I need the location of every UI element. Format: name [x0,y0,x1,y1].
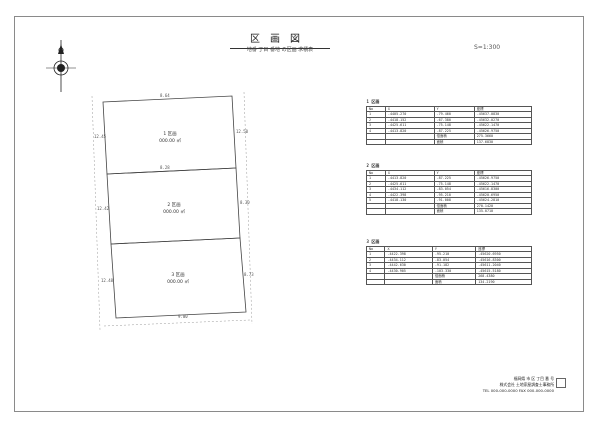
table-cell: 倍面積 [431,273,477,280]
table-cell: Y [433,105,475,112]
table-cell: -45615.5180 [475,267,532,274]
south-road-line [103,319,251,327]
table-cell: -45620.6950 [475,251,532,258]
table-cell: 座標 [473,105,533,112]
table-cell: -45622.1470 [473,122,533,129]
table-caption: 1 区画 [366,99,380,104]
table-row: 2-4418.152-67.380-45632.0270 [366,116,533,123]
edge-length: 12.42 [97,206,110,211]
edge-length: 8.64 [160,93,170,98]
table-cell [366,208,386,215]
east-boundary-line [243,91,253,325]
company-name: 株式会社 土地家屋調査士事務所 [499,382,554,387]
table-cell: -4422.398 [384,251,433,258]
edge-length: 8.30 [240,200,250,205]
table-cell [384,138,435,145]
table-cell: -45611.2040 [475,262,532,269]
table-cell: 135.0710 [473,208,533,215]
table-cell: -75.148 [433,122,475,129]
drawing-subtitle: 地番 丁目 番地 の区画 求積表 [246,47,314,53]
scale-label: S=1:300 [474,44,501,51]
table-cell: 4 [365,267,386,274]
table-cell: -83.054 [431,256,477,263]
table-row: 3-4442.630-91.182-45611.2040 [365,262,532,269]
table-cell: -45632.0270 [473,116,533,123]
north-arrow-icon [46,40,76,92]
edge-length: 12.48 [101,278,114,283]
table-cell [365,278,386,285]
table-caption: 2 区画 [366,163,380,168]
table-row: 1-4422.398-95.210-45620.6950 [365,251,532,258]
lot-2-name: 2 区画 [167,202,181,208]
west-boundary-line [91,95,101,331]
table-cell: 137.6830 [473,138,533,145]
edge-length: 9.00 [178,314,188,319]
table-cell: 3 [366,122,386,129]
table-cell: 面積 [431,278,477,285]
edge-length: 12.50 [236,129,249,134]
table-cell: -67.380 [433,116,475,123]
table-cell: 面積 [433,138,475,145]
table-cell: 面積 [433,208,475,215]
table-cell [384,273,433,280]
table-cell: -4430.905 [384,267,433,274]
table-cell: -45637.0830 [473,111,533,118]
lot-3-area: 000.00 ㎡ [167,278,189,285]
table-cell [384,278,433,285]
table-cell: -95.210 [431,251,477,258]
table-cell [366,138,386,145]
edge-length: 12.45 [94,134,107,139]
company-address: 福岡県 市 区 丁目 番 号 [513,376,554,381]
table-cell: 2 [365,256,386,263]
edge-length: 8.73 [244,272,254,277]
lot-3-name: 3 区画 [171,272,185,278]
lot-1-area: 000.00 ㎡ [159,137,181,144]
company-info: 福岡県 市 区 丁目 番 号 株式会社 土地家屋調査士事務所 TEL 000-0… [444,376,554,394]
table-cell [365,273,386,280]
table-cell: 2 [366,116,386,123]
company-contact: TEL 000-000-0000 FAX 000-000-0000 [482,388,554,393]
drawing-frame [14,16,584,412]
table-cell: 3 [365,262,386,269]
table-cell: 134.2190 [475,278,532,285]
lot-1-name: 1 区画 [163,131,177,137]
table-cell: -45616.8300 [475,256,532,263]
seal-box [556,378,566,388]
table-cell: -103.330 [431,267,477,274]
table-cell: -4434.112 [384,256,433,263]
table-cell: 1 [365,251,386,258]
lot-2-area: 000.00 ㎡ [163,208,185,215]
table-row: 3-4425.611-75.148-45622.1470 [366,122,533,129]
table-caption: 3 区画 [366,239,380,244]
table-cell: -79.460 [433,111,475,118]
edge-length: 8.28 [160,165,170,170]
table-row: 2-4434.112-83.054-45616.8300 [365,256,532,263]
table-cell: No [366,105,386,112]
drawing-title: 区画図 [230,30,330,49]
lot-3-outline [110,237,247,319]
table-cell: 268.4380 [475,273,532,280]
table-row: 4-4430.905-103.330-45615.5180 [365,267,532,274]
table-row: 1-4405.270-79.460-45637.0830 [366,111,533,118]
table-cell: -4442.630 [384,262,433,269]
table-cell: 1 [366,111,386,118]
table-cell: -91.182 [431,262,477,269]
table-cell [384,208,435,215]
